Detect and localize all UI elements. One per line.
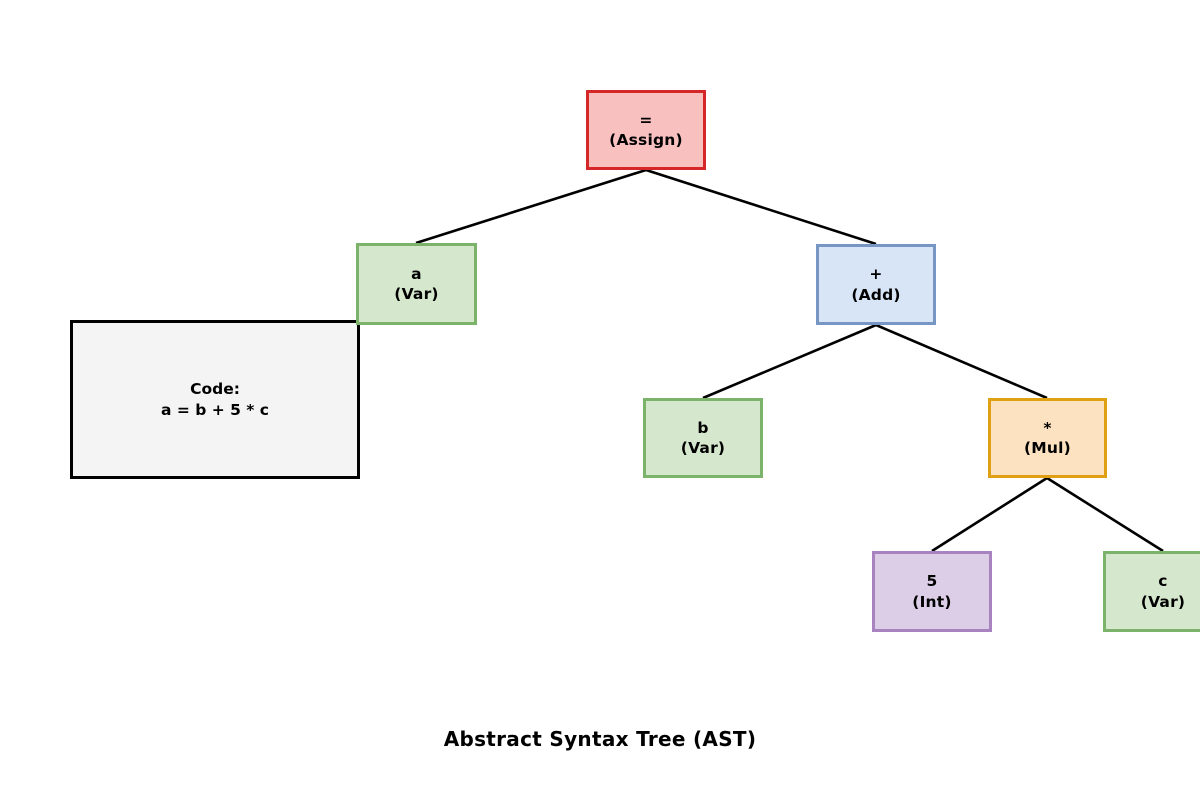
ast-node-operator: *	[1043, 418, 1052, 437]
ast-node-kind: (Var)	[680, 439, 726, 457]
page-title: Abstract Syntax Tree (AST)	[443, 727, 757, 751]
ast-node-kind: (Add)	[851, 285, 901, 304]
code-box: Code: a = b + 5 * c	[70, 320, 360, 479]
ast-node-operator: c	[1158, 572, 1168, 591]
edge-add-to-var-b	[702, 323, 877, 400]
ast-node-operator: b	[697, 418, 709, 437]
ast-node-operator: +	[869, 265, 883, 284]
ast-node-operator: a	[411, 264, 422, 283]
ast-node-kind: (Int)	[912, 592, 952, 611]
ast-node-kind: (Var)	[1140, 592, 1186, 611]
code-box-label: Code:	[190, 379, 240, 398]
ast-node-int-5[interactable]: 5(Int)	[872, 551, 992, 632]
ast-node-var-c[interactable]: c(Var)	[1103, 551, 1200, 632]
edge-add-to-mul	[875, 323, 1048, 400]
edge-assign-to-var-a	[415, 168, 647, 245]
ast-node-add[interactable]: +(Add)	[816, 244, 936, 325]
ast-node-kind: (Mul)	[1024, 439, 1071, 457]
code-box-code: a = b + 5 * c	[161, 400, 269, 419]
ast-node-mul[interactable]: * (Mul)	[988, 398, 1107, 478]
ast-node-operator: =	[639, 110, 653, 129]
ast-node-operator: 5	[926, 572, 938, 591]
ast-node-kind: (Assign)	[609, 131, 683, 149]
ast-node-kind: (Var)	[394, 285, 439, 303]
edge-mul-to-var-c	[1046, 476, 1164, 553]
edge-mul-to-int-5	[931, 476, 1048, 553]
ast-node-var-a[interactable]: a (Var)	[356, 243, 477, 325]
ast-node-assign[interactable]: = (Assign)	[586, 90, 706, 170]
ast-node-var-b[interactable]: b (Var)	[643, 398, 763, 478]
edge-assign-to-add	[645, 168, 877, 246]
